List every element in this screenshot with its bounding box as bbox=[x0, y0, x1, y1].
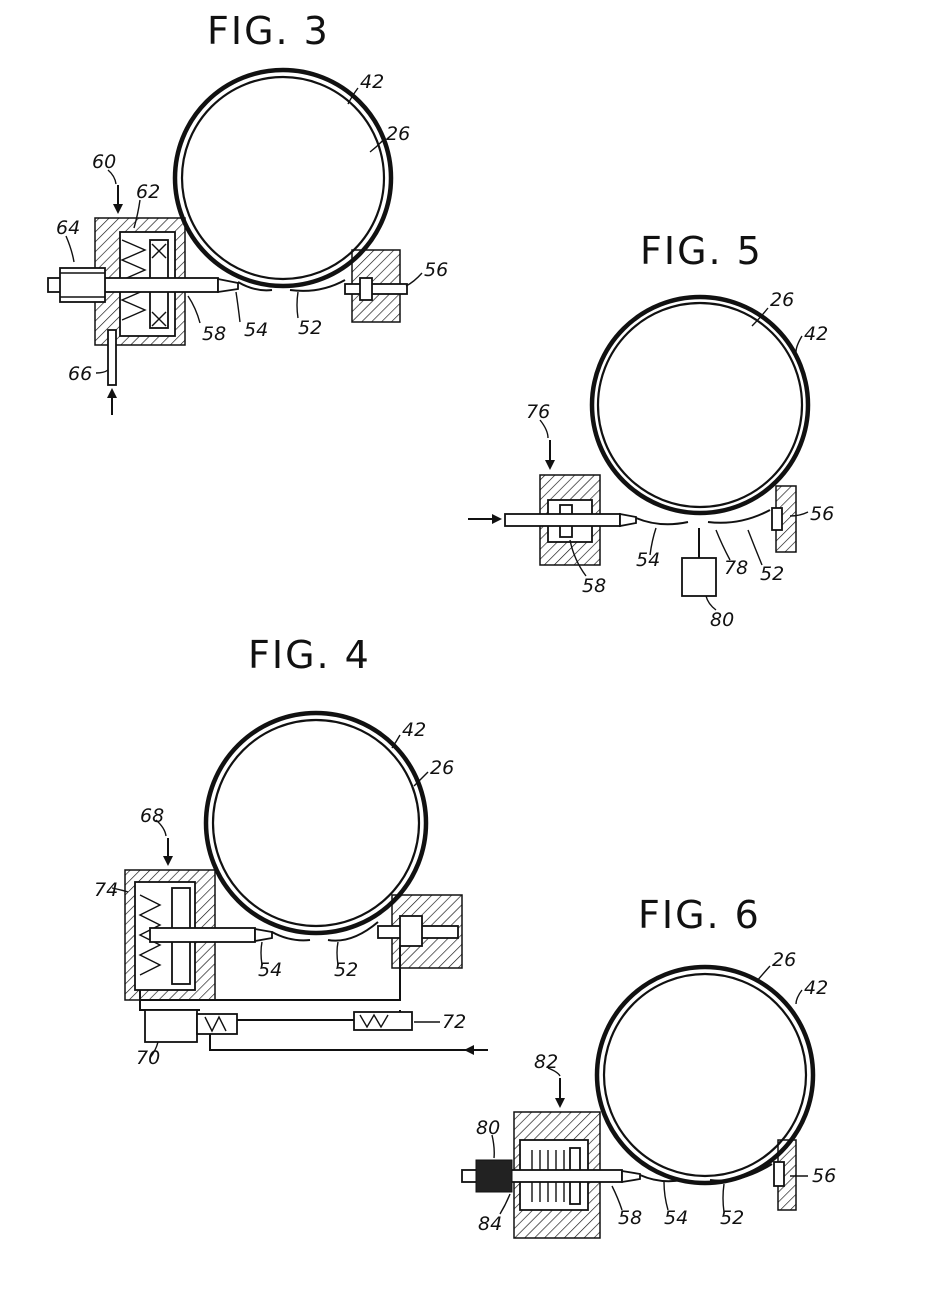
fig3-label-52: 52 bbox=[298, 317, 322, 339]
fig5-label-52: 52 bbox=[760, 563, 784, 585]
fig6-label-84: 84 bbox=[478, 1213, 502, 1235]
fig6-title: FIG. 6 bbox=[638, 893, 761, 937]
fig3-label-62: 62 bbox=[136, 181, 160, 203]
fig5-label-78: 78 bbox=[724, 557, 748, 579]
fig5-label-76: 76 bbox=[526, 401, 550, 423]
fig3-label-54: 54 bbox=[244, 319, 268, 341]
fig6-drum bbox=[602, 972, 808, 1178]
fig3-label-26: 26 bbox=[386, 123, 410, 145]
fig6-label-26: 26 bbox=[772, 949, 796, 971]
fig6-label-82: 82 bbox=[534, 1051, 558, 1073]
figure-3: FIG. 3 bbox=[47, 9, 448, 415]
fig5-shaft bbox=[504, 513, 621, 527]
fig5-label-58: 58 bbox=[582, 575, 606, 597]
fig4-label-72: 72 bbox=[442, 1011, 466, 1033]
fig5-label-54: 54 bbox=[636, 549, 660, 571]
fig4-drum-shell bbox=[203, 710, 429, 936]
fig3-label-66: 66 bbox=[68, 363, 92, 385]
fig4-title: FIG. 4 bbox=[248, 633, 371, 677]
fig4-label-68: 68 bbox=[140, 805, 164, 827]
fig6-label-52: 52 bbox=[720, 1207, 744, 1229]
fig5-label-56: 56 bbox=[810, 503, 834, 525]
fig5-label-42: 42 bbox=[804, 323, 828, 345]
fig3-label-58: 58 bbox=[202, 323, 226, 345]
fig6-segment-52 bbox=[709, 1163, 773, 1182]
fig4-label-54: 54 bbox=[258, 959, 282, 981]
fig6-drum-shell bbox=[594, 964, 816, 1186]
fig3-segment-54 bbox=[237, 281, 273, 292]
fig4-label-52: 52 bbox=[334, 959, 358, 981]
fig4-segment-54 bbox=[271, 931, 311, 942]
fig4-pump-70 bbox=[144, 1009, 198, 1043]
fig5-drum bbox=[596, 301, 804, 509]
fig5-label-26: 26 bbox=[770, 289, 794, 311]
fig3-label-60: 60 bbox=[92, 151, 116, 173]
fig3-title: FIG. 3 bbox=[207, 9, 330, 53]
fig4-segment-52 bbox=[327, 921, 379, 942]
fig5-segment-52 bbox=[707, 509, 771, 524]
fig6-label-58: 58 bbox=[618, 1207, 642, 1229]
fig5-drum-shell bbox=[589, 294, 811, 516]
fig6-label-80: 80 bbox=[476, 1117, 500, 1139]
fig4-shaft bbox=[149, 927, 256, 943]
fig4-label-74: 74 bbox=[94, 879, 118, 901]
fig6-label-56: 56 bbox=[812, 1165, 836, 1187]
fig4-piping bbox=[139, 945, 470, 1051]
fig5-segment-54 bbox=[635, 517, 689, 526]
fig6-segment-54 bbox=[639, 1174, 683, 1183]
fig4-label-26: 26 bbox=[430, 757, 454, 779]
fig6-label-54: 54 bbox=[664, 1207, 688, 1229]
fig5-label-80: 80 bbox=[710, 609, 734, 631]
figure-4: FIG. 4 bbox=[94, 633, 488, 1069]
fig4-label-42: 42 bbox=[402, 719, 426, 741]
figure-5: FIG. 5 26 42 76 5 bbox=[468, 229, 834, 631]
fig3-label-42: 42 bbox=[360, 71, 384, 93]
fig3-pipe bbox=[107, 329, 117, 386]
fig5-title: FIG. 5 bbox=[640, 229, 763, 273]
fig5-actuator-80 bbox=[681, 557, 717, 597]
fig3-segment-52 bbox=[289, 279, 346, 292]
fig4-label-70: 70 bbox=[136, 1047, 160, 1069]
fig3-label-56: 56 bbox=[424, 259, 448, 281]
fig4-drum bbox=[211, 718, 421, 928]
fig3-drum-shell bbox=[172, 67, 394, 289]
fig3-label-64: 64 bbox=[56, 217, 80, 239]
fig3-drum bbox=[180, 75, 386, 281]
fig6-label-42: 42 bbox=[804, 977, 828, 999]
figure-6: FIG. 6 26 42 82 80 56 bbox=[461, 893, 836, 1239]
